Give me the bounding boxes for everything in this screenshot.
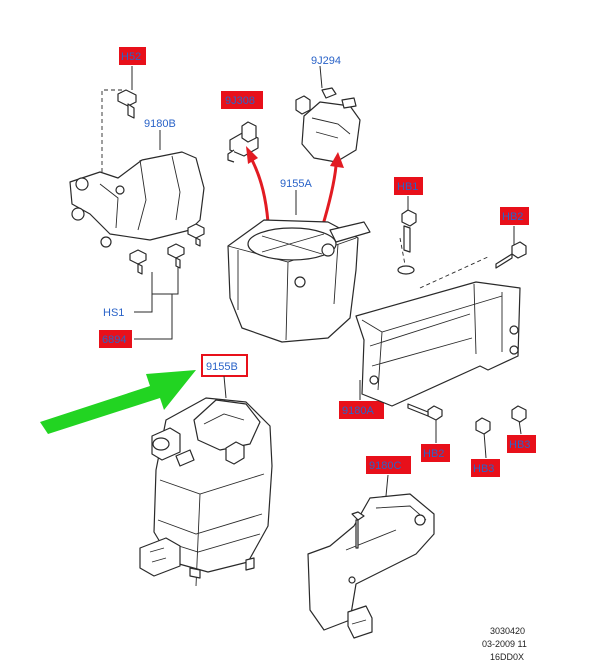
svg-text:HB2: HB2: [502, 211, 523, 223]
label-9180c[interactable]: 9180C: [366, 456, 411, 474]
svg-text:HB3: HB3: [473, 463, 494, 475]
svg-text:HB1: HB1: [397, 181, 418, 193]
leader-lines: [101, 65, 522, 497]
label-hb2-top[interactable]: HB2: [500, 207, 529, 225]
green-arrow-indicator: [40, 370, 196, 434]
label-9180b[interactable]: 9180B: [144, 118, 176, 130]
bracket-9180c[interactable]: [307, 493, 435, 639]
bolt-h52[interactable]: [117, 89, 137, 119]
bracket-9180b[interactable]: [69, 151, 205, 248]
svg-text:6894: 6894: [102, 334, 126, 346]
svg-text:9180A: 9180A: [342, 405, 374, 417]
reference-line-2: 03-2009 11: [482, 639, 527, 649]
label-9j308[interactable]: 9J308: [221, 91, 263, 109]
red-arrow-right: [320, 152, 344, 229]
bolt-hb2-top[interactable]: [495, 241, 527, 269]
label-hb3-mid[interactable]: HB3: [471, 459, 500, 477]
bracket-9180a[interactable]: [355, 281, 521, 407]
label-9155b[interactable]: 9155B: [201, 354, 248, 377]
svg-text:9180C: 9180C: [369, 460, 401, 472]
label-9155a[interactable]: 9155A: [280, 178, 312, 190]
label-hb2-bottom[interactable]: HB2: [421, 444, 450, 462]
label-hb3-right[interactable]: HB3: [507, 435, 536, 453]
sensor-9j308[interactable]: [227, 121, 259, 163]
reference-line-3: 16DD0X: [490, 652, 524, 662]
bolt-hs1-c[interactable]: [187, 223, 205, 247]
label-9180a[interactable]: 9180A: [339, 401, 384, 419]
red-arrow-left: [246, 146, 270, 223]
fuel-filter-9155a[interactable]: [227, 219, 371, 343]
svg-text:9155B: 9155B: [206, 361, 238, 373]
svg-text:9J308: 9J308: [225, 95, 255, 107]
svg-text:H52: H52: [121, 51, 141, 63]
label-9j294[interactable]: 9J294: [311, 55, 341, 67]
bolt-hb3-right[interactable]: [511, 405, 527, 423]
label-6894[interactable]: 6894: [99, 330, 132, 348]
fuel-filter-9155b[interactable]: [139, 397, 273, 587]
bolt-hs1-b[interactable]: [167, 243, 185, 269]
svg-text:HB3: HB3: [509, 439, 530, 451]
svg-text:HB2: HB2: [423, 448, 444, 460]
label-hs1[interactable]: HS1: [103, 307, 124, 319]
bolt-hs1-a[interactable]: [129, 249, 147, 275]
bolt-hb2-bottom[interactable]: [407, 403, 443, 421]
label-h52[interactable]: H52: [119, 47, 146, 65]
heater-9j294[interactable]: [295, 87, 361, 163]
label-hb1[interactable]: HB1: [394, 177, 423, 195]
bolt-hb1[interactable]: [397, 209, 417, 275]
bolt-hb3-mid[interactable]: [475, 417, 491, 435]
reference-line-1: 3030420: [490, 626, 525, 636]
